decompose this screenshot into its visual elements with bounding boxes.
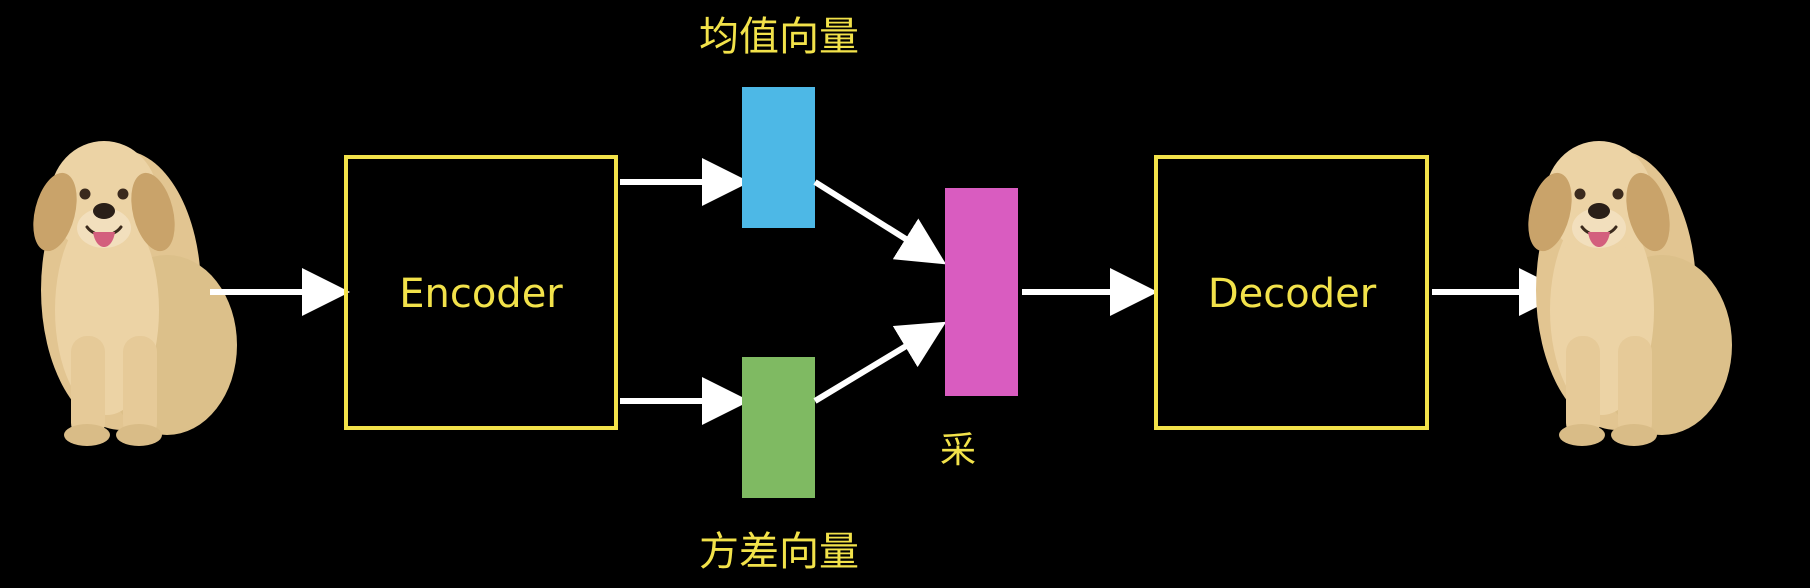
input-puppy-image (24, 139, 239, 448)
sample-vector-label: 采 (940, 430, 976, 471)
arrow-variance-to-sample (813, 321, 947, 404)
mean-vector (742, 87, 815, 228)
encoder-box (344, 155, 618, 430)
variance-vector-label: 方差向量 (699, 529, 859, 575)
decoder-label: Decoder (1208, 271, 1377, 317)
variance-vector (742, 357, 815, 498)
mean-vector-label: 均值向量 (699, 14, 859, 60)
arrow-mean-to-sample (813, 179, 947, 265)
sample-vector (945, 188, 1018, 396)
output-puppy-image (1519, 139, 1734, 448)
encoder-label: Encoder (399, 271, 563, 317)
decoder-box (1154, 155, 1429, 430)
